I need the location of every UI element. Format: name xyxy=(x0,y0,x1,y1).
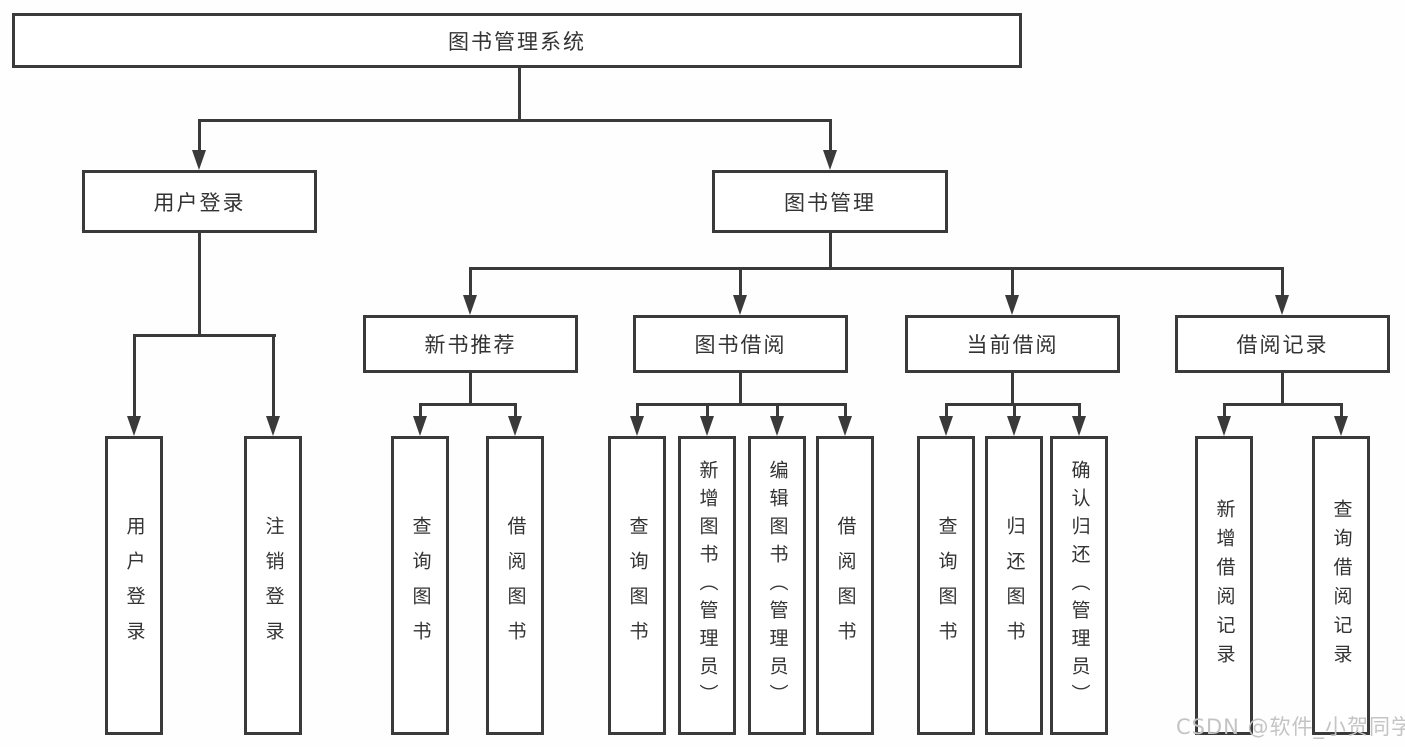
leaf-add-books-admin-label: 新增图书（管理员） xyxy=(696,459,719,712)
node-book-management-label: 图书管理 xyxy=(784,190,876,215)
node-borrow-records-label: 借阅记录 xyxy=(1236,333,1329,357)
arrow-down-user-login xyxy=(192,150,206,170)
leaf-query-books-borrow-label: 查询图书 xyxy=(626,515,649,656)
leaf-query-books-newbooks: 查询图书 xyxy=(391,436,449,735)
leaf-borrow-books-borrow-label: 借阅图书 xyxy=(834,515,857,656)
leaf-edit-books-admin: 编辑图书（管理员） xyxy=(748,436,806,735)
connector-borrow-records-stem xyxy=(1281,373,1284,406)
connector-new-books-bar xyxy=(419,403,517,406)
leaf-user-login-label: 用户登录 xyxy=(123,515,146,656)
csdn-watermark: CSDN @软件_小贺同学 xyxy=(1176,715,1405,739)
connector-user-login-bar xyxy=(133,334,276,337)
arrow-down-leaf xyxy=(508,416,522,436)
connector-leaf-stem xyxy=(1013,403,1016,418)
arrow-down-leaf xyxy=(1334,416,1348,436)
connector-to-book-borrow-stem xyxy=(739,267,742,297)
connector-book-borrow-bar xyxy=(636,403,847,406)
node-new-book-recommend: 新书推荐 xyxy=(363,315,578,373)
connector-book-mgmt-bar xyxy=(469,267,1284,270)
arrow-down-book-mgmt xyxy=(823,150,837,170)
connector-leaf-stem xyxy=(419,403,422,418)
node-root-label: 图书管理系统 xyxy=(448,29,586,54)
leaf-confirm-return-admin: 确认归还（管理员） xyxy=(1050,436,1108,735)
arrow-down-leaf xyxy=(1217,416,1231,436)
connector-root-bar xyxy=(198,119,832,122)
leaf-query-borrow-record: 查询借阅记录 xyxy=(1312,436,1370,735)
node-book-management: 图书管理 xyxy=(712,170,948,233)
connector-borrow-records-bar xyxy=(1223,403,1343,406)
arrow-down-leaf-logout xyxy=(266,416,280,436)
arrow-down-current-borrow xyxy=(1005,295,1019,315)
arrow-down-leaf xyxy=(1072,416,1086,436)
connector-to-book-mgmt-stem xyxy=(829,119,832,153)
connector-to-new-books-stem xyxy=(469,267,472,297)
node-user-login: 用户登录 xyxy=(82,170,317,233)
arrow-down-leaf-user-login xyxy=(127,416,141,436)
node-new-book-recommend-label: 新书推荐 xyxy=(424,333,517,357)
leaf-query-borrow-record-label: 查询借阅记录 xyxy=(1330,498,1353,673)
connector-leaf-stem xyxy=(514,403,517,418)
leaf-query-books-current: 查询图书 xyxy=(917,436,975,735)
node-book-borrowing-label: 图书借阅 xyxy=(694,333,787,357)
leaf-add-borrow-record-label: 新增借阅记录 xyxy=(1213,498,1236,673)
connector-to-borrow-records-stem xyxy=(1281,267,1284,297)
arrow-down-leaf xyxy=(700,416,714,436)
leaf-logout: 注销登录 xyxy=(244,436,302,735)
leaf-borrow-books-borrow: 借阅图书 xyxy=(816,436,874,735)
connector-new-books-stem xyxy=(469,373,472,406)
connector-leaf-stem xyxy=(1223,403,1226,418)
leaf-edit-books-admin-label: 编辑图书（管理员） xyxy=(766,459,789,712)
arrow-down-leaf xyxy=(939,416,953,436)
connector-leaf-stem xyxy=(636,403,639,418)
leaf-borrow-books-newbooks: 借阅图书 xyxy=(486,436,544,735)
arrow-down-leaf xyxy=(838,416,852,436)
node-book-borrowing: 图书借阅 xyxy=(633,315,848,373)
connector-user-login-stem xyxy=(198,233,201,337)
leaf-query-books-borrow: 查询图书 xyxy=(608,436,666,735)
arrow-down-leaf xyxy=(413,416,427,436)
leaf-return-books: 归还图书 xyxy=(985,436,1043,735)
arrow-down-leaf xyxy=(630,416,644,436)
leaf-borrow-books-newbooks-label: 借阅图书 xyxy=(504,515,527,656)
arrow-down-leaf xyxy=(1007,416,1021,436)
connector-to-leaf-logout-stem xyxy=(272,334,275,418)
connector-book-mgmt-stem xyxy=(829,233,832,270)
leaf-confirm-return-admin-label: 确认归还（管理员） xyxy=(1068,459,1091,712)
connector-to-leaf-user-login-stem xyxy=(133,334,136,418)
connector-leaf-stem xyxy=(945,403,948,418)
connector-leaf-stem xyxy=(706,403,709,418)
node-current-borrowing-label: 当前借阅 xyxy=(966,333,1059,357)
arrow-down-new-books xyxy=(463,295,477,315)
leaf-add-borrow-record: 新增借阅记录 xyxy=(1195,436,1253,735)
connector-root-stem xyxy=(518,68,521,120)
leaf-query-books-newbooks-label: 查询图书 xyxy=(409,515,432,656)
arrow-down-book-borrow xyxy=(733,295,747,315)
arrow-down-borrow-records xyxy=(1275,295,1289,315)
connector-book-borrow-stem xyxy=(739,373,742,406)
connector-to-user-login-stem xyxy=(198,119,201,153)
connector-to-current-borrow-stem xyxy=(1011,267,1014,297)
connector-current-borrow-stem xyxy=(1011,373,1014,406)
connector-leaf-stem xyxy=(1340,403,1343,418)
node-user-login-label: 用户登录 xyxy=(153,190,246,215)
connector-leaf-stem xyxy=(844,403,847,418)
leaf-return-books-label: 归还图书 xyxy=(1003,515,1026,656)
connector-leaf-stem xyxy=(1078,403,1081,418)
leaf-logout-label: 注销登录 xyxy=(262,515,285,656)
node-borrow-records: 借阅记录 xyxy=(1175,315,1390,373)
connector-leaf-stem xyxy=(776,403,779,418)
arrow-down-leaf xyxy=(770,416,784,436)
node-root-library-system: 图书管理系统 xyxy=(12,13,1022,68)
leaf-add-books-admin: 新增图书（管理员） xyxy=(678,436,736,735)
leaf-query-books-current-label: 查询图书 xyxy=(935,515,958,656)
leaf-user-login: 用户登录 xyxy=(105,436,163,735)
node-current-borrowing: 当前借阅 xyxy=(905,315,1120,373)
